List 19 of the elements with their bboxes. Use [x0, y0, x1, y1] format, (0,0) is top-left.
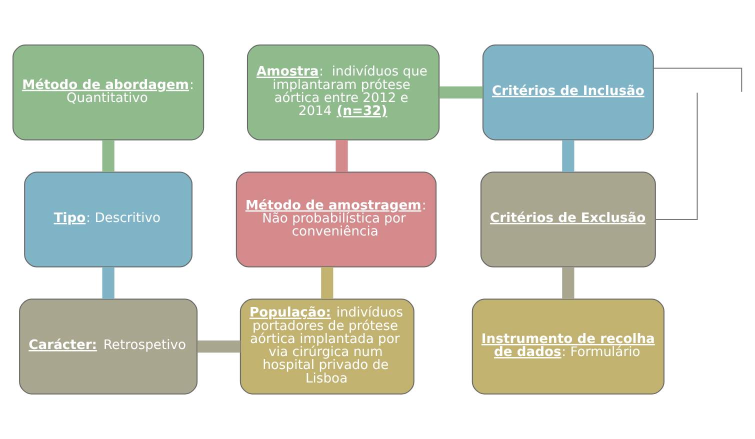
connector: [197, 340, 240, 353]
connector: [336, 140, 348, 172]
node-box: Tipo: Descritivo: [24, 172, 193, 268]
node-box: Critérios de Inclusão: [482, 44, 654, 140]
connector: [656, 92, 698, 220]
connector: [102, 267, 114, 300]
node-box: Carácter: Retrospetivo: [19, 298, 198, 394]
connector: [102, 140, 114, 172]
node-box: Método de amostragem: Não probabilística por conveniência: [236, 172, 437, 268]
connector: [562, 140, 574, 172]
node-box: Instrumento de recolha de dados: Formulário: [472, 298, 664, 394]
node-box: Amostra: indivíduos que implantaram prótese aórtica entre 2012 e 2014 (n=32): [246, 44, 440, 140]
connector: [439, 86, 483, 98]
node-box: Método de abordagem: Quantitativo: [12, 44, 204, 140]
node-box: População: indivíduos portadores de prótese aórtica implantada por via cirúrgica num hospital privado de Lisboa: [240, 298, 414, 394]
connector: [654, 68, 742, 92]
node-box: Critérios de Exclusão: [480, 172, 656, 268]
connector: [562, 267, 574, 300]
connector: [321, 267, 334, 299]
